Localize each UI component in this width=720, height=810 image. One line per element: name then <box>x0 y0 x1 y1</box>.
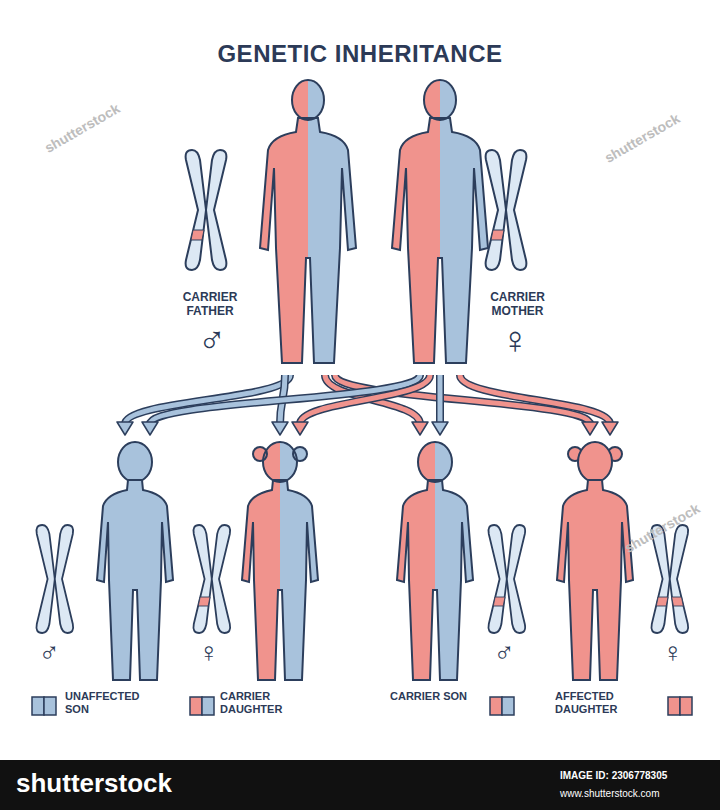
image-info: IMAGE ID: 2306778305 <box>560 770 667 781</box>
inheritance-arrow <box>272 375 288 435</box>
sex-symbol: ♂ <box>187 321 237 359</box>
watermark: shutterstock <box>602 110 683 166</box>
brand-logo: shutterstock <box>16 768 172 799</box>
inheritance-arrow <box>292 375 430 435</box>
arrowhead <box>292 422 308 435</box>
sex-symbol: ♂ <box>29 639 69 667</box>
arrowhead <box>412 422 428 435</box>
person-group: CARRIER MOTHER♀ <box>375 75 565 375</box>
child-chromosome <box>193 525 230 633</box>
affected-daughter-figure <box>557 442 633 680</box>
sex-symbol: ♀ <box>653 639 693 667</box>
diagram-title: GENETIC INHERITANCE <box>0 40 720 68</box>
footer-bar <box>0 760 720 810</box>
arrowhead <box>142 422 158 435</box>
father-figure <box>260 80 356 363</box>
unaffected-son-figure <box>97 442 173 680</box>
arrow-body <box>460 375 610 424</box>
person-label: CARRIER SON <box>390 690 475 703</box>
image-info: www.shutterstock.com <box>560 788 659 799</box>
person-group: AFFECTED DAUGHTER ♀ <box>545 435 710 735</box>
carrier-son-figure <box>397 442 473 680</box>
person-label: UNAFFECTED SON <box>65 690 147 716</box>
person-label: CARRIER FATHER <box>170 290 250 319</box>
arrowhead <box>582 422 598 435</box>
sex-symbol: ♀ <box>189 639 229 667</box>
father-chromosome <box>186 150 227 270</box>
person-group: CARRIER FATHER♂ <box>165 75 370 375</box>
inheritance-arrow <box>432 375 448 435</box>
inheritance-arrow <box>460 375 618 435</box>
arrowhead <box>272 422 288 435</box>
person-group: UNAFFECTED SON ♂ <box>25 435 175 735</box>
arrow-outline <box>436 375 444 424</box>
person-label: CARRIER DAUGHTER <box>220 690 310 716</box>
mother-chromosome <box>486 150 527 270</box>
arrow-outline <box>300 375 430 424</box>
child-chromosome <box>36 525 73 633</box>
sex-symbol: ♂ <box>484 639 524 667</box>
child-chromosome <box>651 525 688 633</box>
arrow-outline <box>460 375 610 424</box>
person-group: CARRIER DAUGHTER ♀ <box>185 435 335 735</box>
inheritance-arrow <box>142 375 420 435</box>
arrowhead <box>432 422 448 435</box>
arrowhead <box>117 422 133 435</box>
person-label: AFFECTED DAUGHTER <box>555 690 655 716</box>
arrowhead <box>602 422 618 435</box>
person-group: CARRIER SON ♂ <box>385 435 535 735</box>
child-chromosome <box>488 525 525 633</box>
arrow-body <box>300 375 430 424</box>
carrier-daughter-figure <box>242 442 318 680</box>
arrow-body <box>438 375 443 424</box>
watermark: shutterstock <box>42 100 123 156</box>
sex-symbol: ♀ <box>490 321 540 359</box>
mother-figure <box>392 80 488 363</box>
person-label: CARRIER MOTHER <box>475 290 560 319</box>
